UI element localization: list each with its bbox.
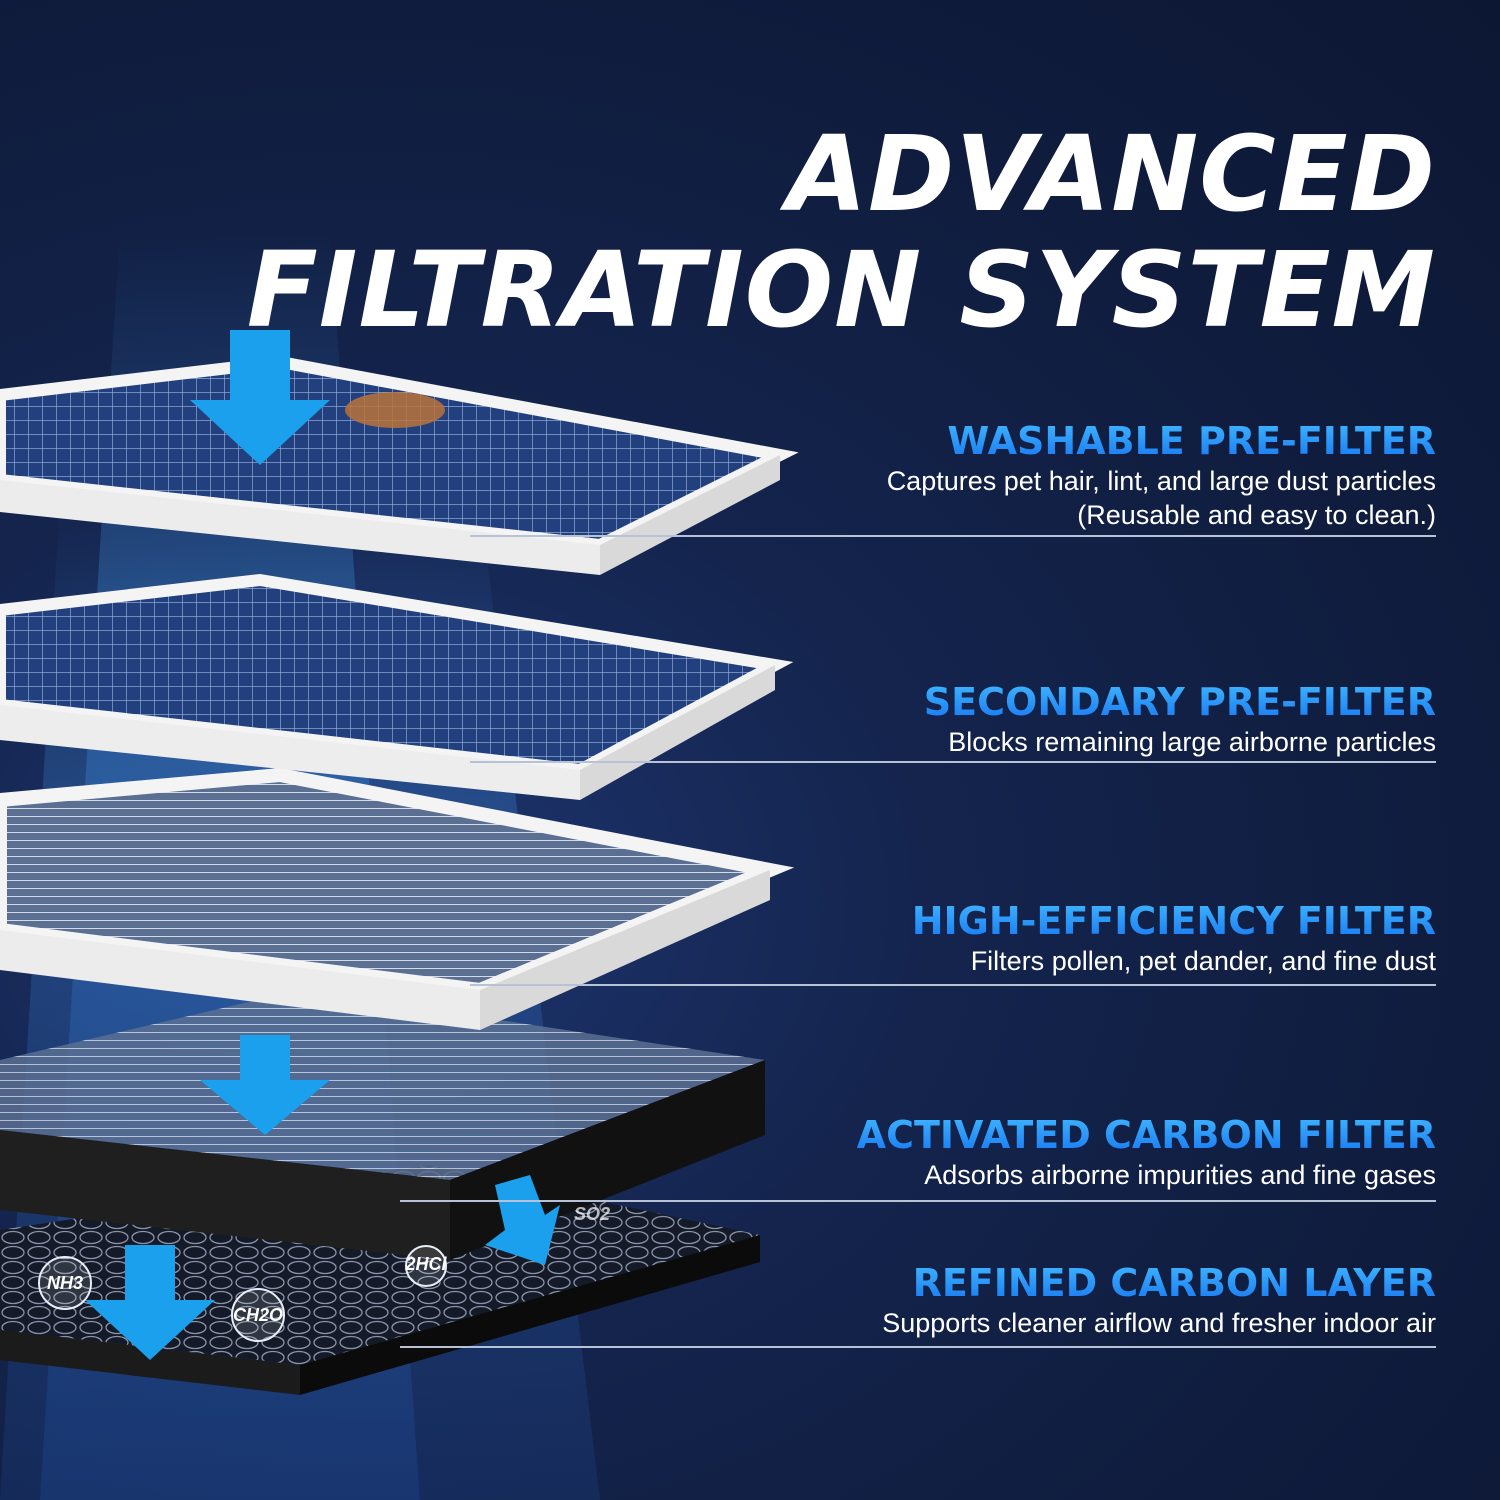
down-arrow-icon bbox=[485, 1175, 560, 1265]
layer-heading: REFINED CARBON LAYER bbox=[882, 1263, 1436, 1304]
layer-heading: SECONDARY PRE-FILTER bbox=[923, 680, 1436, 724]
divider bbox=[470, 984, 1436, 986]
molecule-2hcl: 2HCl bbox=[404, 1245, 448, 1287]
layer-heading: ACTIVATED CARBON FILTER bbox=[856, 1113, 1436, 1157]
divider bbox=[400, 1346, 1436, 1348]
molecule-nh3: NH3 bbox=[38, 1256, 92, 1310]
divider bbox=[470, 761, 1436, 763]
svg-text:NH3: NH3 bbox=[47, 1273, 83, 1293]
down-arrow-icon bbox=[190, 330, 330, 465]
molecule-bubbles: NH3 CH2O 2HCl SO2 bbox=[38, 1204, 610, 1342]
layer-label-activated-carbon: ACTIVATED CARBON FILTER Adsorbs airborne… bbox=[856, 1113, 1436, 1192]
layer-heading: WASHABLE PRE-FILTER bbox=[887, 421, 1436, 462]
page-title-line-2: FILTRATION SYSTEM bbox=[246, 229, 1436, 351]
divider bbox=[470, 535, 1436, 537]
svg-text:SO2: SO2 bbox=[574, 1204, 610, 1224]
layer-label-refined-carbon: REFINED CARBON LAYER Supports cleaner ai… bbox=[882, 1263, 1436, 1340]
svg-text:2HCl: 2HCl bbox=[404, 1254, 447, 1274]
layer-label-high-efficiency: HIGH-EFFICIENCY FILTER Filters pollen, p… bbox=[911, 899, 1436, 978]
layer-label-washable: WASHABLE PRE-FILTER Captures pet hair, l… bbox=[886, 421, 1436, 532]
washable-pre-filter-layer bbox=[0, 355, 799, 575]
layer-description: Blocks remaining large airborne particle… bbox=[948, 726, 1436, 757]
divider bbox=[400, 1200, 1436, 1202]
layer-description: Adsorbs airborne impurities and fine gas… bbox=[924, 1159, 1436, 1190]
layer-label-secondary: SECONDARY PRE-FILTER Blocks remaining la… bbox=[923, 680, 1436, 759]
layer-description: (Reusable and easy to clean.) bbox=[1077, 499, 1436, 530]
down-arrow-icon bbox=[200, 1035, 330, 1135]
layer-heading: HIGH-EFFICIENCY FILTER bbox=[911, 899, 1436, 943]
airflow-arrows bbox=[85, 330, 560, 1360]
molecule-ch2o: CH2O bbox=[231, 1288, 285, 1342]
molecule-so2: SO2 bbox=[574, 1204, 610, 1224]
page-title-line-1: ADVANCED bbox=[786, 113, 1436, 235]
layer-description: Filters pollen, pet dander, and fine dus… bbox=[970, 945, 1436, 976]
secondary-pre-filter-layer bbox=[0, 573, 794, 800]
layer-description: Captures pet hair, lint, and large dust … bbox=[886, 465, 1436, 496]
svg-text:CH2O: CH2O bbox=[233, 1305, 283, 1325]
high-efficiency-filter-layer bbox=[0, 767, 795, 1030]
down-arrow-icon bbox=[85, 1245, 215, 1360]
layer-description: Supports cleaner airflow and fresher ind… bbox=[882, 1307, 1436, 1338]
